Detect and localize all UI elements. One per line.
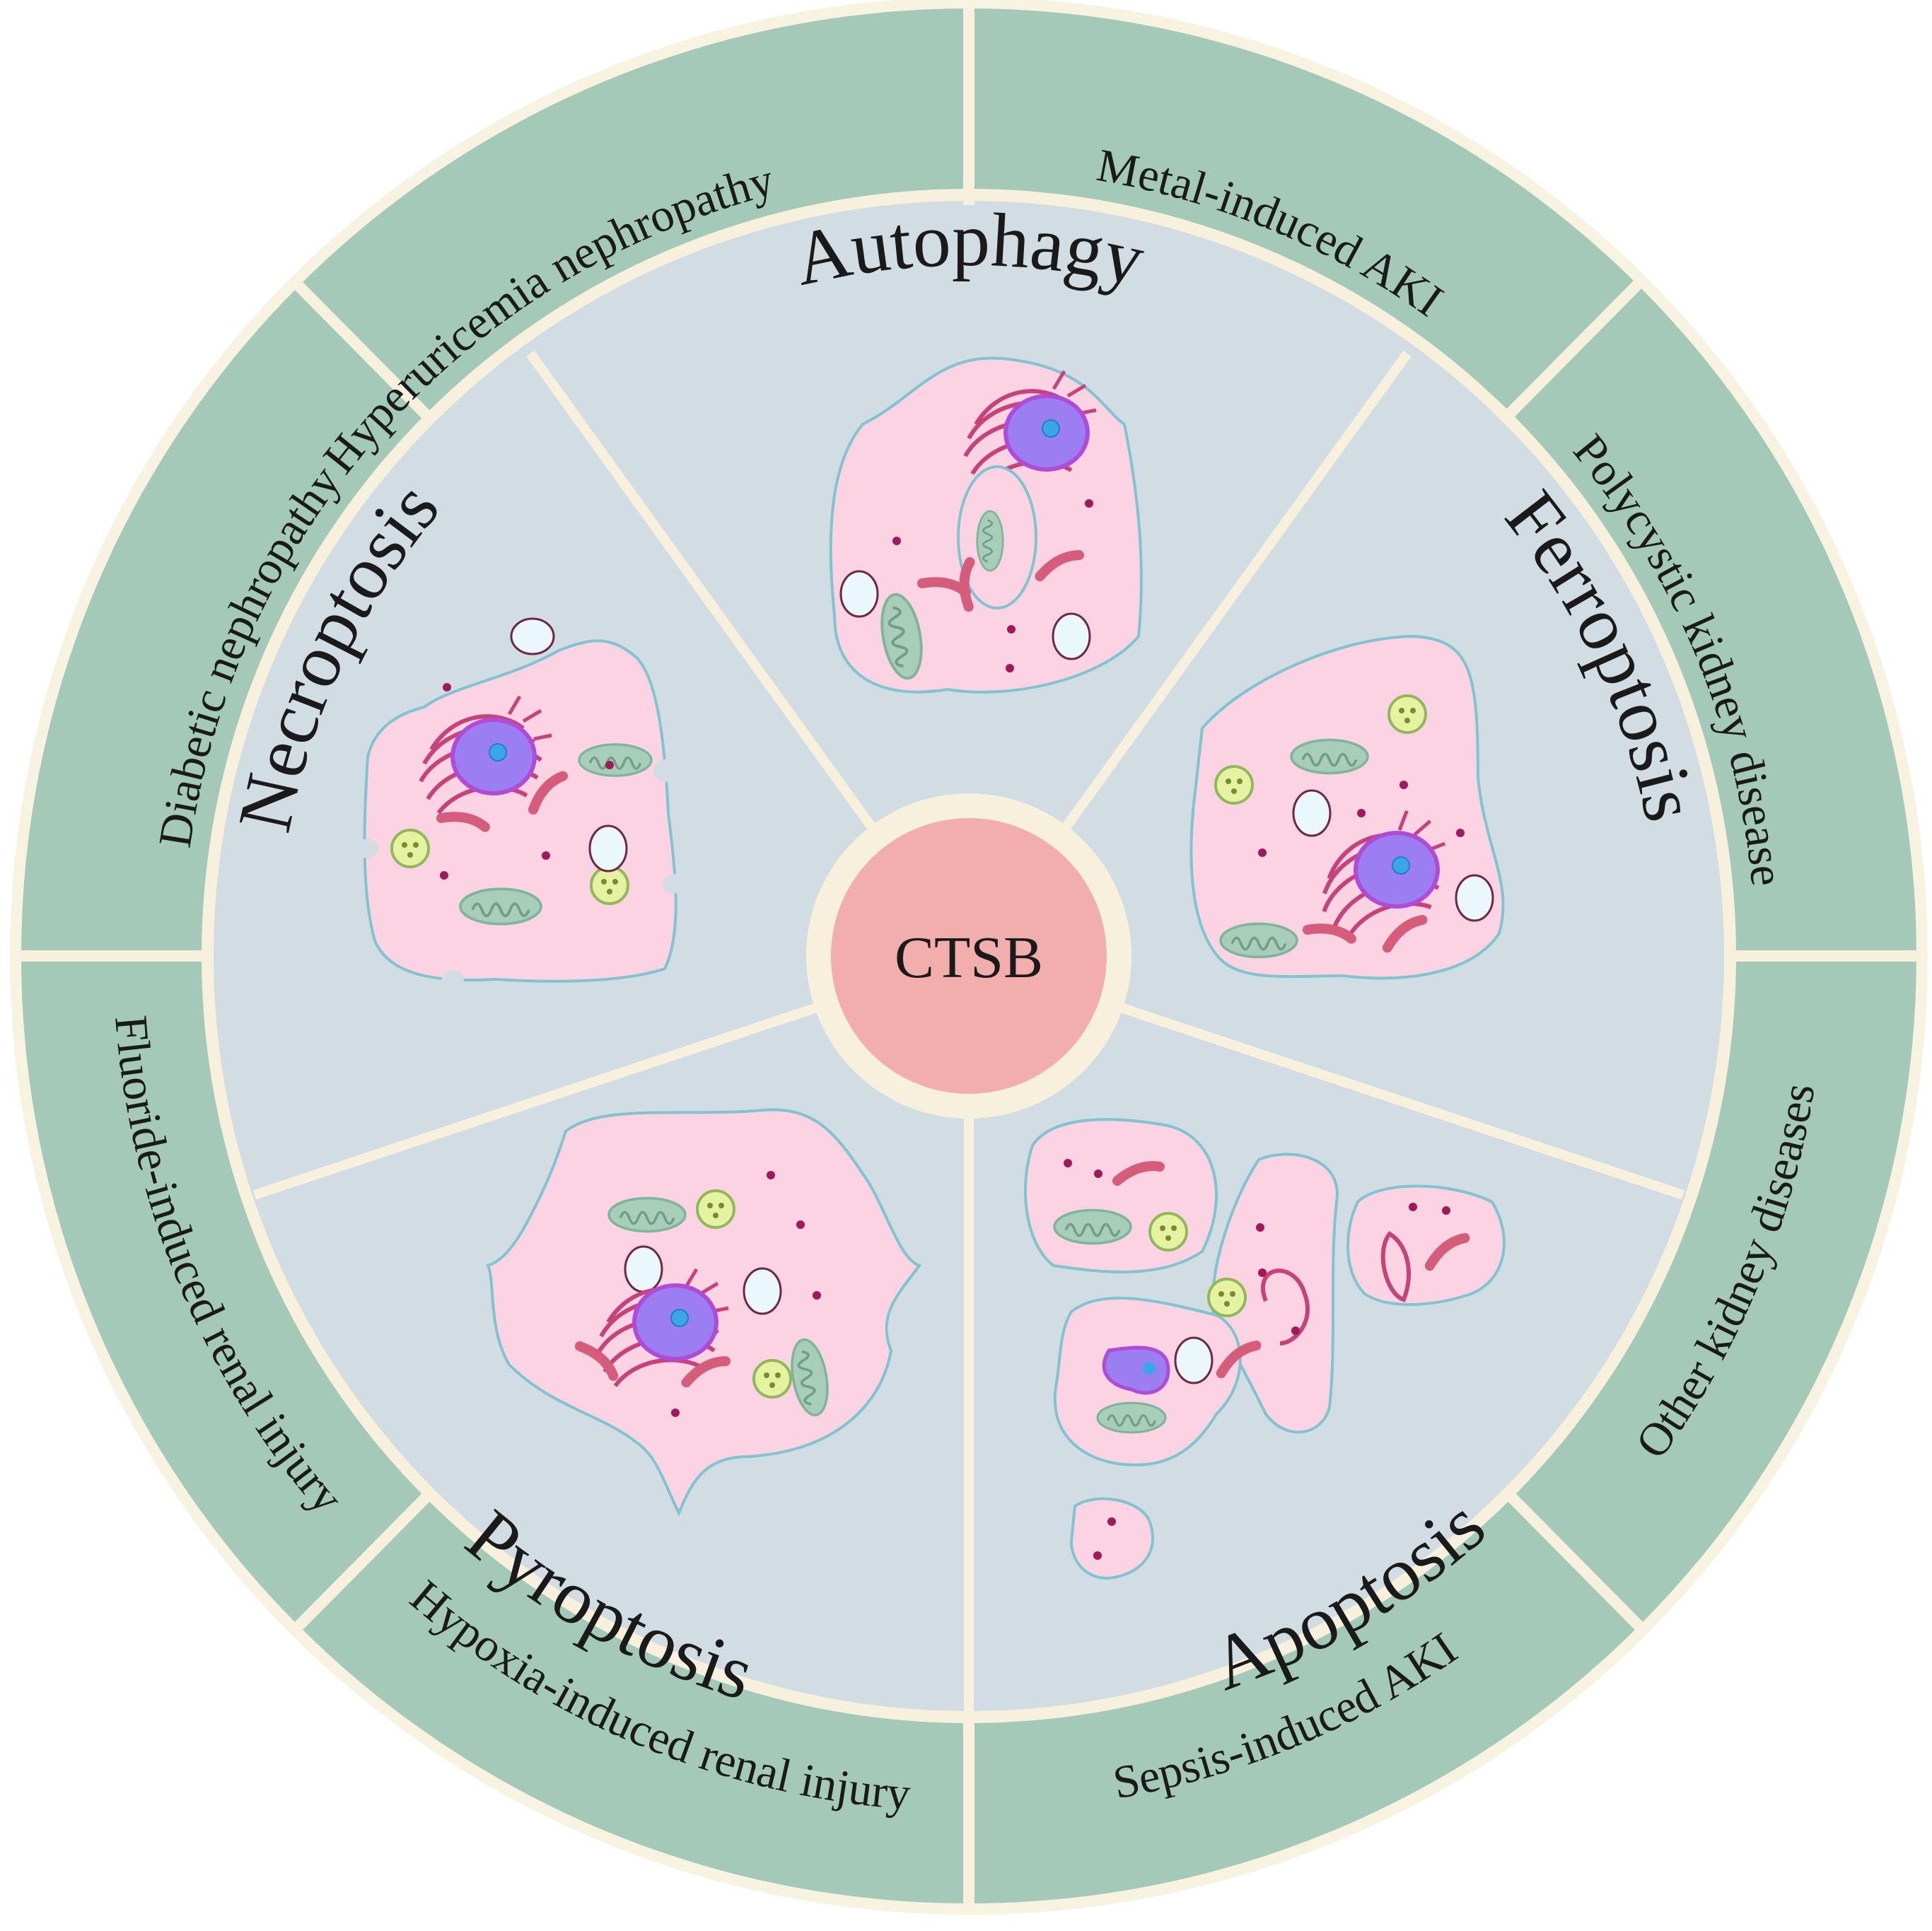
center-node [831, 818, 1107, 1094]
pyroptosis-cell-icon [486, 1108, 922, 1517]
apoptosis-bodies-icon [1024, 1118, 1506, 1580]
autophagy-cell-icon [829, 356, 1143, 694]
disease-separators [20, 8, 1918, 1903]
ferroptosis-cell-icon [1189, 634, 1505, 980]
pathway-separators [252, 350, 1685, 1711]
center-label: CTSB [895, 925, 1043, 991]
necroptosis-cell-icon [358, 617, 683, 993]
